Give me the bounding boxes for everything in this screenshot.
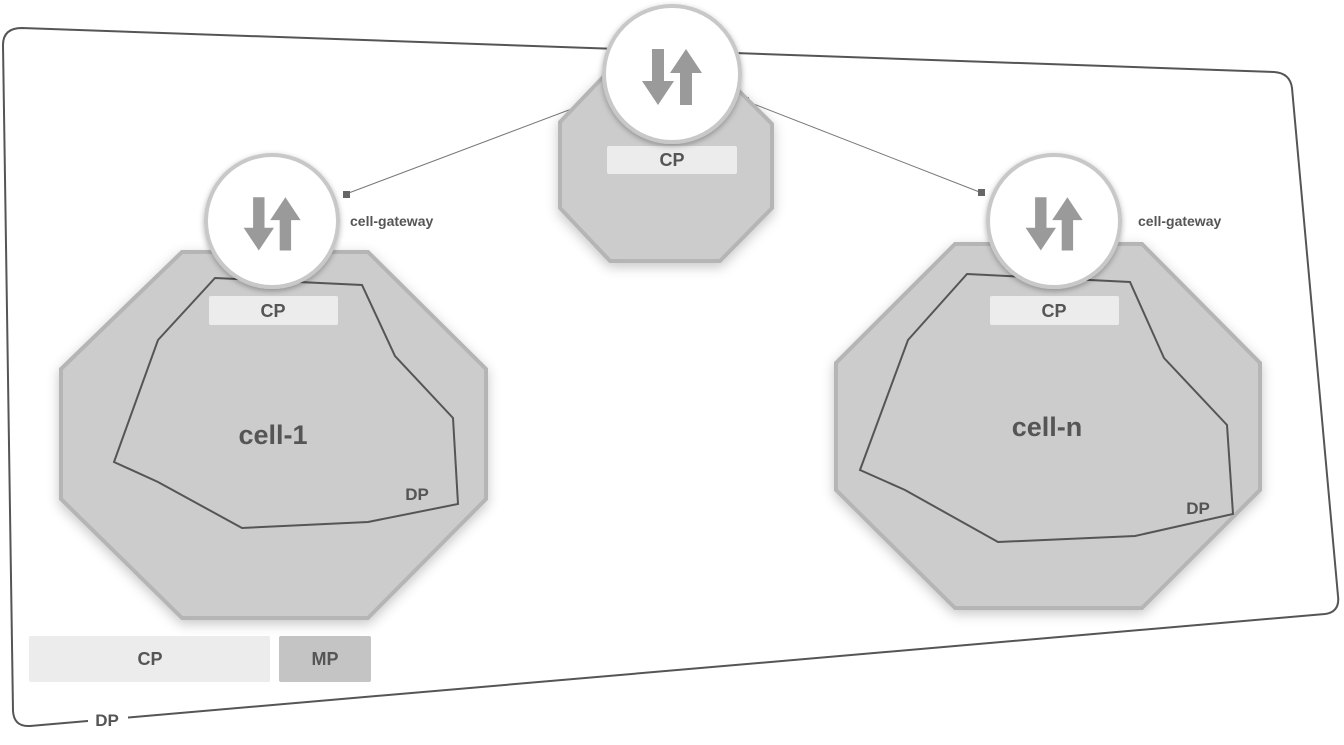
outer-mp-bar bbox=[279, 636, 371, 682]
cell-n-cp-label: CP bbox=[1041, 301, 1066, 321]
cell-1-dp-label: DP bbox=[405, 485, 429, 504]
cell-1-dp-boundary bbox=[112, 276, 460, 530]
outer-cp-bar bbox=[29, 636, 270, 682]
cell-1-gateway bbox=[204, 153, 340, 289]
cell-1-group: CP cell-1 DP cell-gateway bbox=[59, 153, 488, 620]
cell-n-dp-boundary bbox=[858, 272, 1235, 544]
cell-n-name: cell-n bbox=[1012, 412, 1083, 442]
cell-n-gateway bbox=[986, 153, 1122, 289]
cell-n-cp-bar bbox=[990, 296, 1119, 325]
cell-n-gateway-label: cell-gateway bbox=[1138, 213, 1221, 229]
cell-1-gateway-label: cell-gateway bbox=[350, 213, 433, 229]
outer-dp-label: DP bbox=[95, 711, 119, 730]
cell-n-dp-label: DP bbox=[1186, 499, 1210, 518]
cell-1-octagon bbox=[59, 250, 488, 620]
outer-dp-boundary bbox=[1, 26, 1340, 728]
cell-n-group: CP cell-n DP cell-gateway bbox=[834, 153, 1262, 610]
cell-1-cp-bar bbox=[209, 296, 338, 325]
outer-cp-label: CP bbox=[137, 649, 162, 669]
central-cp-bar bbox=[607, 146, 737, 174]
central-cp-label: CP bbox=[659, 150, 684, 170]
central-gateway bbox=[602, 4, 742, 144]
connection-line-left bbox=[345, 98, 599, 195]
connection-line-right bbox=[745, 100, 983, 194]
cell-1-name: cell-1 bbox=[238, 420, 307, 450]
cell-1-cp-label: CP bbox=[260, 301, 285, 321]
outer-mp-label: MP bbox=[312, 649, 339, 669]
